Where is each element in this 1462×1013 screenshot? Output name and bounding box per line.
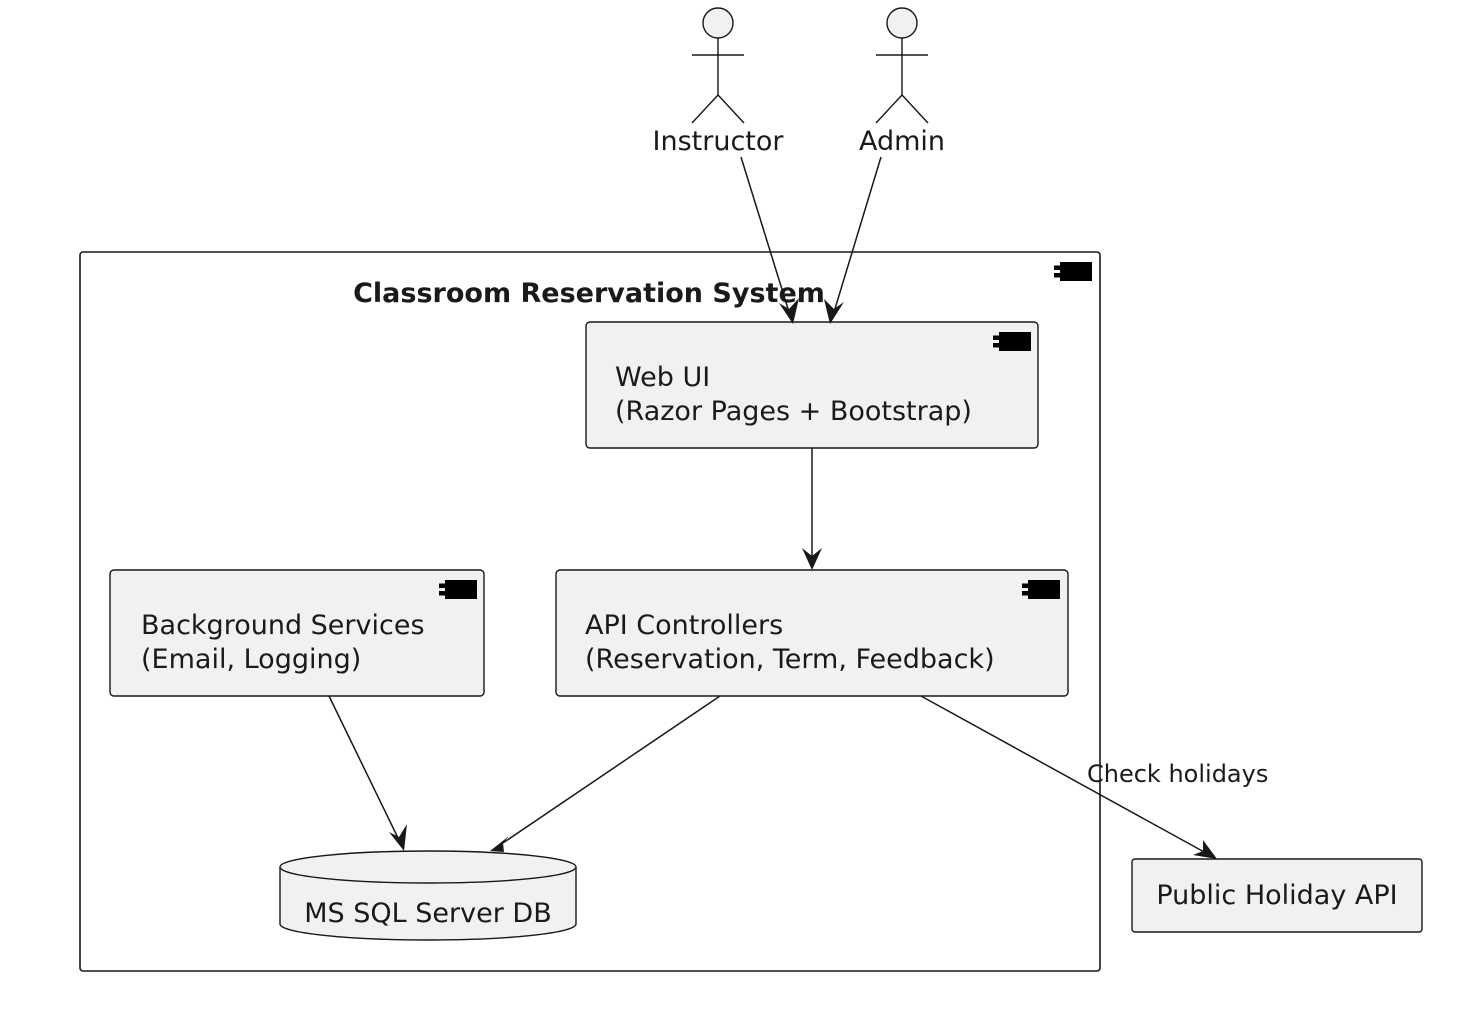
instructor-actor: Instructor bbox=[653, 7, 785, 157]
public-holiday-api-label: Public Holiday API bbox=[1156, 880, 1397, 911]
api-controllers-title: API Controllers bbox=[585, 610, 783, 641]
web-ui-title: Web UI bbox=[615, 362, 710, 393]
edge-api-controllers-to-database bbox=[490, 695, 721, 852]
arrow-head bbox=[389, 824, 407, 851]
api-controllers-subtitle: (Reservation, Term, Feedback) bbox=[585, 644, 995, 675]
edge-admin-to-web-ui bbox=[824, 156, 882, 324]
system-title: Classroom Reservation System bbox=[353, 278, 825, 309]
edge-api-controllers-to-public-holiday-api: Check holidays bbox=[920, 695, 1268, 859]
arrow-head bbox=[824, 299, 844, 324]
instructor-label: Instructor bbox=[653, 126, 785, 157]
database-label: MS SQL Server DB bbox=[304, 898, 551, 929]
arrow-head bbox=[1193, 840, 1217, 859]
edge-background-services-to-database bbox=[328, 695, 407, 851]
api-controllers-component: API Controllers (Reservation, Term, Feed… bbox=[555, 569, 1069, 697]
admin-actor: Admin bbox=[859, 7, 945, 157]
admin-label: Admin bbox=[859, 126, 945, 157]
edge-web-ui-to-api-controllers bbox=[802, 448, 822, 570]
database-node: MS SQL Server DB bbox=[279, 850, 577, 941]
background-services-component: Background Services (Email, Logging) bbox=[109, 569, 485, 697]
arrow-head bbox=[779, 298, 799, 324]
web-ui-subtitle: (Razor Pages + Bootstrap) bbox=[615, 396, 972, 427]
edge-label-check-holidays: Check holidays bbox=[1087, 760, 1268, 788]
background-services-subtitle: (Email, Logging) bbox=[141, 644, 361, 675]
arrow-head bbox=[490, 836, 509, 852]
public-holiday-api-node: Public Holiday API bbox=[1131, 858, 1423, 933]
background-services-title: Background Services bbox=[141, 610, 425, 641]
web-ui-component: Web UI (Razor Pages + Bootstrap) bbox=[585, 321, 1039, 449]
arrow-head bbox=[802, 548, 822, 570]
edge-instructor-to-web-ui bbox=[740, 156, 799, 324]
